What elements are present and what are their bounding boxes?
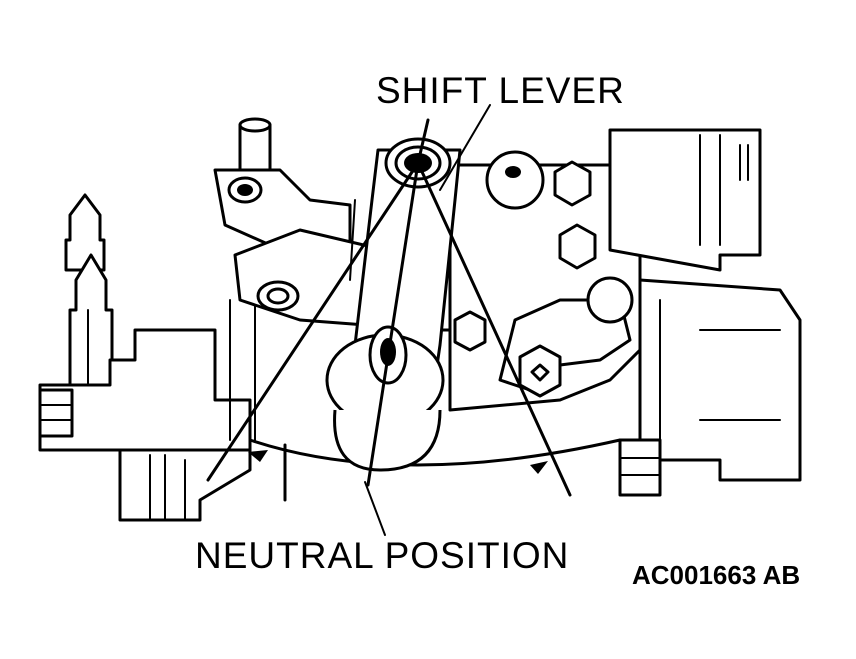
hex-bolt-3 <box>453 310 487 352</box>
pivot-nut <box>485 150 545 210</box>
plate-hole <box>586 276 634 324</box>
electrical-connector <box>608 128 762 272</box>
stud-upper-left <box>64 193 106 272</box>
lower-right-bolt <box>618 438 662 497</box>
hex-bolt-1 <box>553 160 592 207</box>
left-swing-line <box>206 161 420 482</box>
right-arrowhead <box>530 461 548 474</box>
right-housing <box>448 128 802 497</box>
shift-lever-label: SHIFT LEVER <box>376 70 625 111</box>
figure-code: AC001663 AB <box>632 560 800 590</box>
neutral-position-leader <box>364 481 386 536</box>
hex-bolt-2 <box>558 223 597 270</box>
shift-lever <box>325 137 462 472</box>
housing-body <box>38 328 252 522</box>
upper-bracket <box>213 117 352 247</box>
left-bolt <box>38 388 74 438</box>
left-arrowhead <box>248 450 268 462</box>
neutral-position-label: NEUTRAL POSITION <box>195 535 569 576</box>
neutral-line <box>366 161 420 487</box>
shift-lever-leader <box>439 104 491 191</box>
bolts <box>453 150 597 398</box>
right-swing-line <box>416 161 572 497</box>
housing-arc <box>248 438 622 467</box>
neutral-line-top <box>416 118 430 165</box>
left-housing <box>38 193 256 522</box>
swing-indicator-lines <box>206 118 572 497</box>
